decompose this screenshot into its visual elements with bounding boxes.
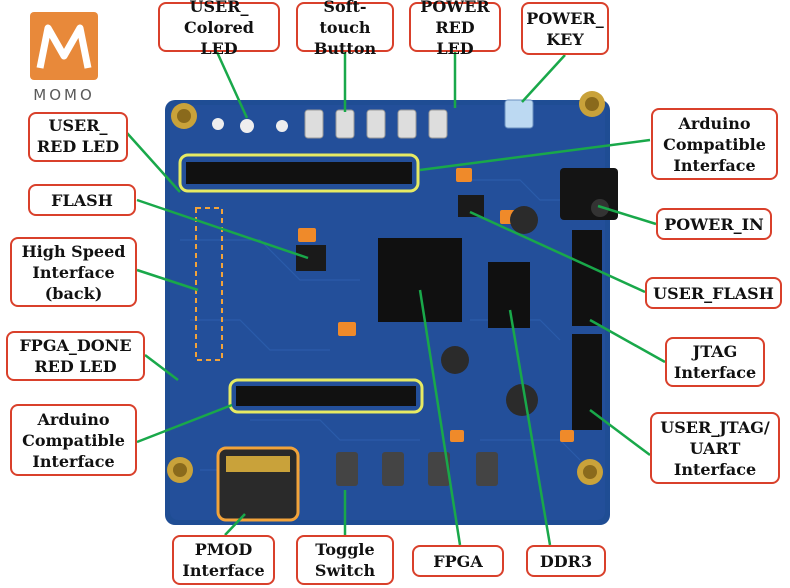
high-speed-interface-area	[195, 207, 223, 361]
top-arduino-header	[178, 153, 420, 193]
mounting-holes	[167, 91, 605, 485]
label-fpga: FPGA	[412, 545, 504, 577]
label-user-flash: USER_FLASH	[645, 277, 782, 309]
power-jack	[560, 168, 618, 220]
momo-logo-mark	[30, 12, 98, 80]
logo-text: MOMO	[33, 86, 95, 104]
user-colored-led	[240, 119, 254, 133]
leader-lines	[126, 51, 666, 546]
label-power-key: POWER_ KEY	[521, 2, 609, 55]
label-arduino-right: Arduino Compatible Interface	[651, 108, 778, 180]
label-user-red-led: USER_ RED LED	[28, 112, 128, 162]
bottom-arduino-header	[228, 378, 424, 414]
power-key	[504, 99, 534, 129]
label-user-colored-led: USER_ Colored LED	[158, 0, 280, 58]
fpga-chip	[378, 238, 462, 322]
toggle-switches	[336, 452, 498, 486]
label-flash: FLASH	[28, 184, 136, 216]
label-power-in: POWER_IN	[656, 208, 772, 240]
label-pmod-interface: PMOD Interface	[172, 535, 275, 585]
label-high-speed-interface: High Speed Interface (back)	[10, 237, 137, 307]
label-arduino-left: Arduino Compatible Interface	[10, 404, 137, 476]
label-toggle-switch: Toggle Switch	[296, 535, 394, 585]
soft-touch-buttons	[304, 109, 448, 139]
flash-chip	[296, 245, 326, 271]
capacitors	[298, 168, 574, 442]
momo-logo: MOMO	[18, 10, 110, 106]
label-soft-touch-button: Soft-touch Button	[296, 0, 394, 58]
pmod-connector	[216, 446, 300, 522]
label-power-red-led: POWER RED LED	[409, 0, 501, 58]
label-user-jtag-uart: USER_JTAG/ UART Interface	[650, 412, 780, 484]
pcb-board	[165, 91, 618, 525]
label-fpga-done-red-led: FPGA_DONE RED LED	[6, 331, 145, 381]
ddr3-chip	[488, 262, 530, 328]
label-ddr3: DDR3	[526, 545, 606, 577]
user-flash-chip	[458, 195, 484, 217]
label-jtag-interface: JTAG Interface	[665, 337, 765, 387]
